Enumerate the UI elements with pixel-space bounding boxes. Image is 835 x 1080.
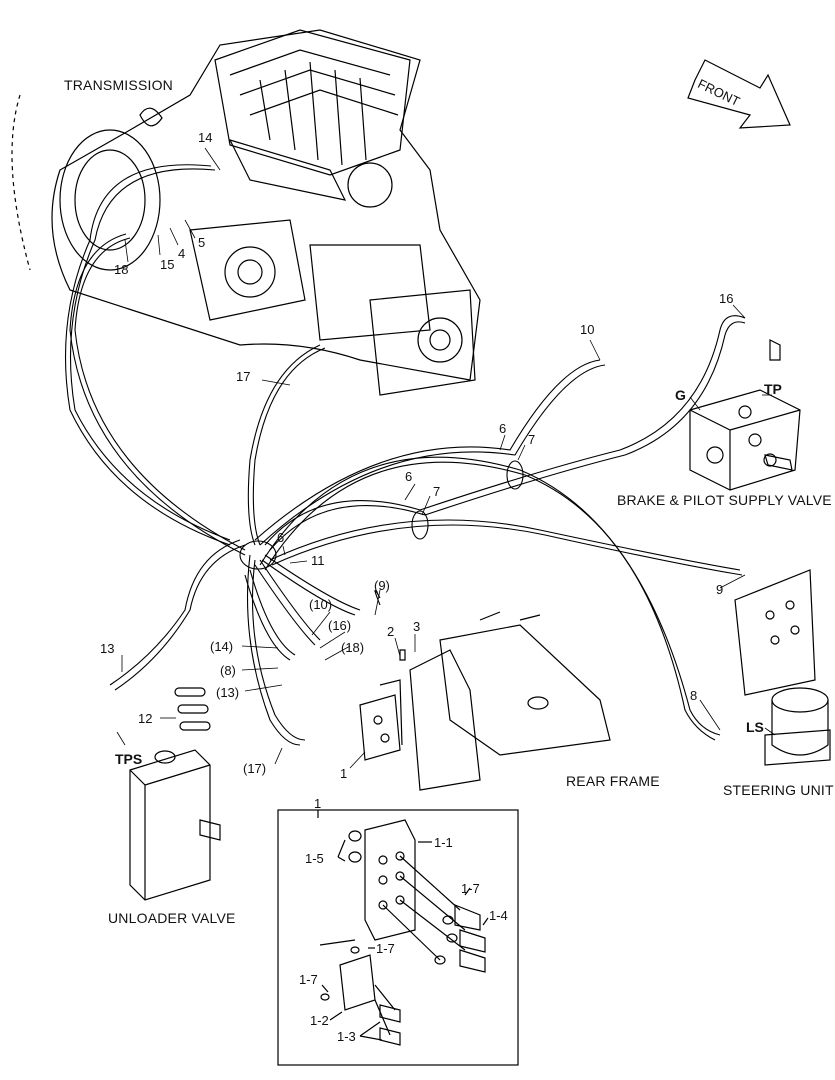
detail-1-7c: 1-7 <box>299 972 318 987</box>
label-steering-unit: STEERING UNIT <box>723 782 834 798</box>
callout-7b: 7 <box>433 484 441 499</box>
transmission-assembly <box>11 29 481 396</box>
callout-3: 3 <box>413 619 421 634</box>
detail-1-7a: 1-7 <box>461 881 480 896</box>
callout-p14: (14) <box>210 639 234 654</box>
callout-18: 18 <box>114 262 129 277</box>
label-unloader-valve: UNLOADER VALVE <box>108 910 236 926</box>
brake-pilot-valve <box>689 339 801 491</box>
callout-p9: (9) <box>374 578 390 593</box>
detail-1-7b: 1-7 <box>376 941 395 956</box>
steering-unit <box>734 569 831 766</box>
port-tp: TP <box>764 381 782 397</box>
manifold-block <box>359 649 406 761</box>
callout-6b: 6 <box>405 469 413 484</box>
callout-6c: 6 <box>277 530 285 545</box>
callout-15: 15 <box>160 257 175 272</box>
callout-4: 4 <box>178 246 186 261</box>
detail-1-5: 1-5 <box>305 851 324 866</box>
callout-2: 2 <box>387 624 395 639</box>
callout-p17: (17) <box>243 761 267 776</box>
detail-1-3: 1-3 <box>337 1029 356 1044</box>
label-brake-valve: BRAKE & PILOT SUPPLY VALVE <box>617 492 832 508</box>
callout-1: 1 <box>340 766 348 781</box>
o-rings <box>174 687 211 731</box>
front-arrow-icon <box>687 59 791 129</box>
detail-title: 1 <box>314 796 322 811</box>
rear-frame <box>409 611 611 791</box>
callout-p18: (18) <box>341 640 365 655</box>
detail-1-4: 1-4 <box>489 908 508 923</box>
callout-17: 17 <box>236 369 251 384</box>
callout-8: 8 <box>690 688 698 703</box>
callout-11: 11 <box>311 553 325 568</box>
callout-13: 13 <box>100 641 115 656</box>
port-tps: TPS <box>115 751 143 767</box>
leader-lines <box>116 147 776 769</box>
callout-10: 10 <box>580 322 595 337</box>
detail-1-1: 1-1 <box>434 835 453 850</box>
callout-5: 5 <box>198 235 206 250</box>
port-g: G <box>675 387 686 403</box>
unloader-valve <box>129 749 221 901</box>
callout-14: 14 <box>198 130 213 145</box>
port-ls: LS <box>746 719 764 735</box>
callout-9: 9 <box>716 582 724 597</box>
detail-1-2: 1-2 <box>310 1013 329 1028</box>
callout-p16: (16) <box>328 618 352 633</box>
label-rear-frame: REAR FRAME <box>566 773 660 789</box>
callout-12: 12 <box>138 711 153 726</box>
callout-p10: (10) <box>309 597 333 612</box>
callout-6a: 6 <box>499 421 507 436</box>
callout-p13: (13) <box>216 685 240 700</box>
detail-box <box>277 809 519 1066</box>
callout-7a: 7 <box>528 432 536 447</box>
callout-16: 16 <box>719 291 734 306</box>
callout-p8: (8) <box>220 663 236 678</box>
hose-bundle <box>64 164 746 746</box>
label-transmission: TRANSMISSION <box>64 77 173 93</box>
